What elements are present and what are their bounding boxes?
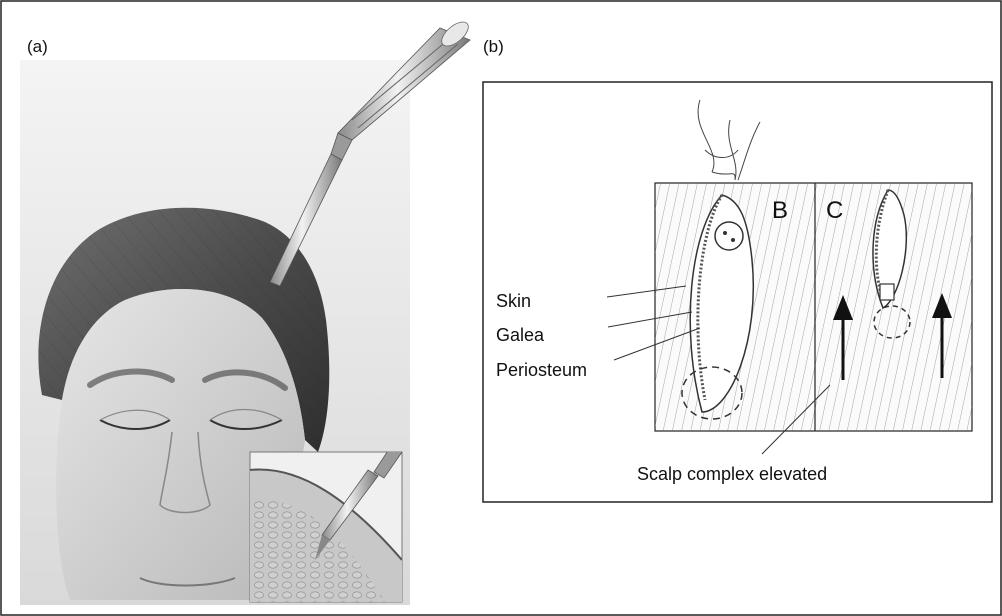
panel-a-label: (a) — [27, 37, 48, 57]
panel-a-illustration — [20, 18, 472, 605]
panel-b-illustration — [483, 82, 992, 502]
callout-periosteum: Periosteum — [496, 360, 587, 381]
sublabel-b: B — [772, 197, 788, 225]
sublabel-c: C — [826, 197, 843, 225]
burr-hole — [715, 222, 743, 250]
callout-skin: Skin — [496, 291, 531, 312]
callout-galea: Galea — [496, 325, 544, 346]
callout-scalp-complex: Scalp complex elevated — [637, 464, 827, 485]
panel-b-label: (b) — [483, 37, 504, 57]
inset-bone-view — [250, 440, 402, 602]
